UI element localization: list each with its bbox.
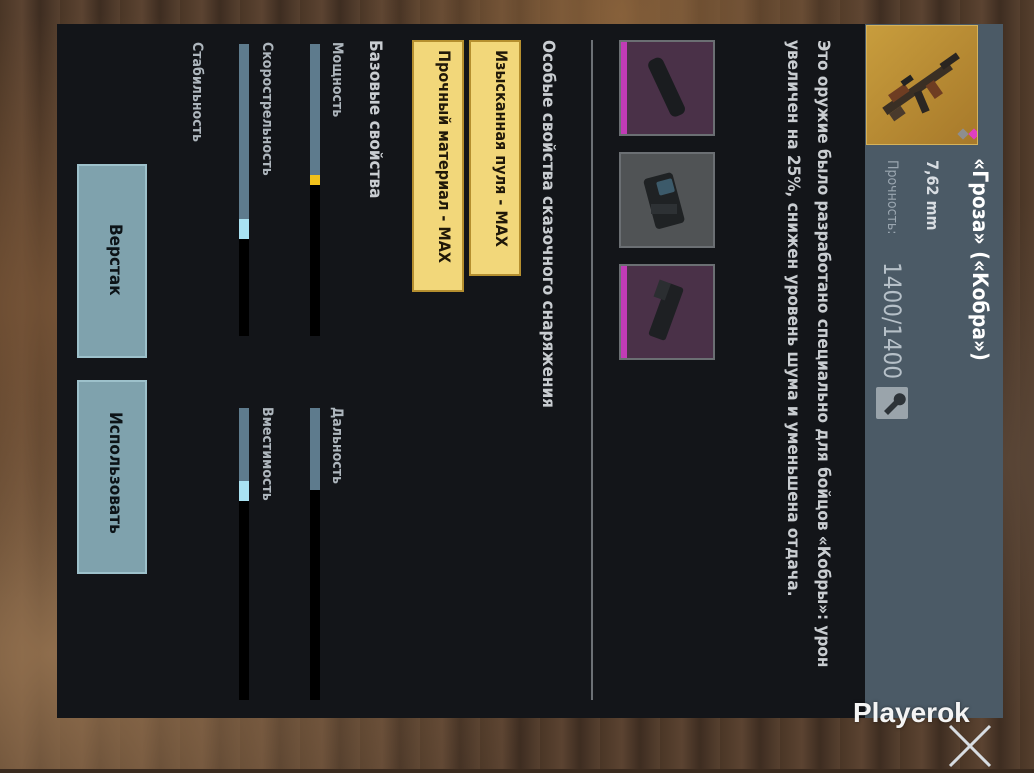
weapon-thumbnail [866, 25, 978, 145]
rarity-dot [968, 128, 977, 140]
stat-label-range: Дальность [329, 407, 345, 484]
stat-fill [310, 44, 320, 175]
watermark: Playerok [853, 697, 970, 728]
item-caliber: 7,62 mm [923, 160, 942, 231]
stat-fill [310, 408, 320, 490]
magazine-icon [648, 279, 684, 341]
durability-value: 1400/1400 [878, 262, 906, 380]
stat-fill [239, 44, 249, 219]
stat-marker [239, 219, 249, 239]
stat-fill [239, 408, 249, 481]
stat-bar-capacity [239, 408, 249, 700]
red-dot-sight-icon [643, 172, 685, 229]
stat-label-power: Мощность [329, 42, 345, 118]
rarity-dot [957, 128, 969, 140]
attachment-slot-muzzle[interactable] [619, 40, 715, 136]
stat-label-fire-rate: Скорострельность [259, 42, 275, 176]
perk-refined-bullet: Изысканная пуля - MAX [469, 40, 521, 276]
workbench-button-label: Верстак [105, 224, 125, 296]
wrench-icon [884, 393, 906, 415]
stat-bar-range [310, 408, 320, 700]
section-divider [591, 40, 593, 700]
silencer-icon [648, 57, 685, 117]
rarity-stripe [621, 42, 627, 134]
close-button[interactable] [942, 718, 998, 769]
repair-button[interactable] [876, 387, 908, 419]
stat-bar-power [310, 44, 320, 336]
durability-label: Прочность: [884, 160, 900, 235]
attachment-slot-magazine[interactable] [619, 264, 715, 360]
special-properties-title: Особые свойства сказочного снаряжения [538, 40, 558, 408]
item-details-panel [57, 24, 1003, 718]
stat-label-stability: Стабильность [189, 42, 205, 142]
item-title: «Гроза» («Кобра») [968, 158, 992, 361]
stat-bar-fire-rate [239, 44, 249, 336]
base-properties-title: Базовые свойства [365, 40, 385, 199]
stat-label-capacity: Вместимость [259, 407, 275, 501]
attachment-slot-scope[interactable] [619, 152, 715, 248]
perk-label: Прочный материал - MAX [435, 50, 454, 263]
rarity-dots [957, 128, 977, 140]
item-description: Это оружие было разработано специально д… [783, 40, 833, 668]
workbench-button[interactable]: Верстак [77, 164, 147, 358]
use-button-label: Использовать [105, 412, 125, 534]
perk-durable-material: Прочный материал - MAX [412, 40, 464, 292]
use-button[interactable]: Использовать [77, 380, 147, 574]
groza-rifle-icon [882, 52, 960, 122]
perk-label: Изысканная пуля - MAX [492, 50, 511, 247]
stat-marker [310, 175, 320, 185]
stat-marker [239, 481, 249, 501]
close-icon [948, 724, 992, 768]
rarity-stripe [621, 266, 627, 358]
